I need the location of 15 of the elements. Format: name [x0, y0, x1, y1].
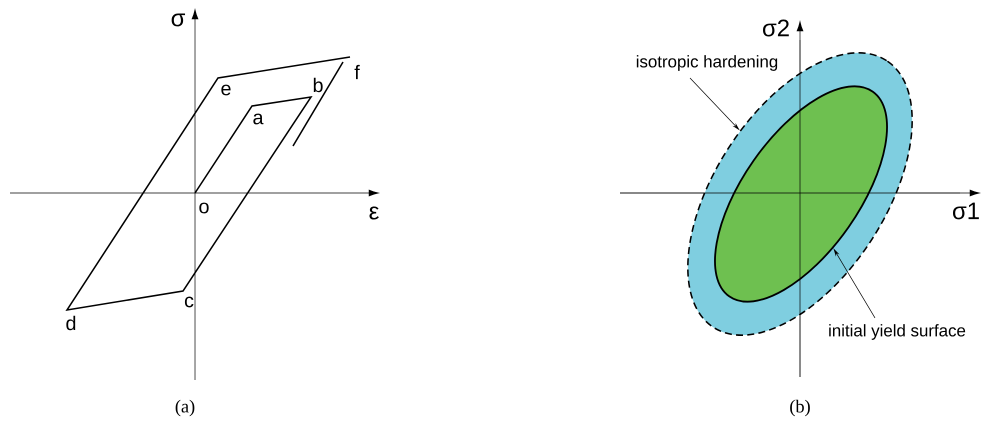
callout-text: initial yield surface [826, 322, 968, 342]
point-label: a [253, 114, 264, 124]
point-label: f [354, 64, 360, 80]
panel-label: (a) [176, 400, 194, 416]
point-label: c [184, 296, 194, 308]
axis-label: σ2 [763, 20, 789, 36]
point-label: o [199, 202, 209, 214]
panel-label: (b) [790, 400, 810, 416]
axis-label: ε [370, 206, 379, 220]
axis-label: σ1 [953, 202, 979, 220]
axis-label: σ [172, 14, 186, 26]
callout-text: isotropic hardening [634, 54, 780, 72]
point-label: b [314, 78, 323, 92]
point-label: d [66, 316, 76, 330]
point-label: e [221, 84, 231, 96]
